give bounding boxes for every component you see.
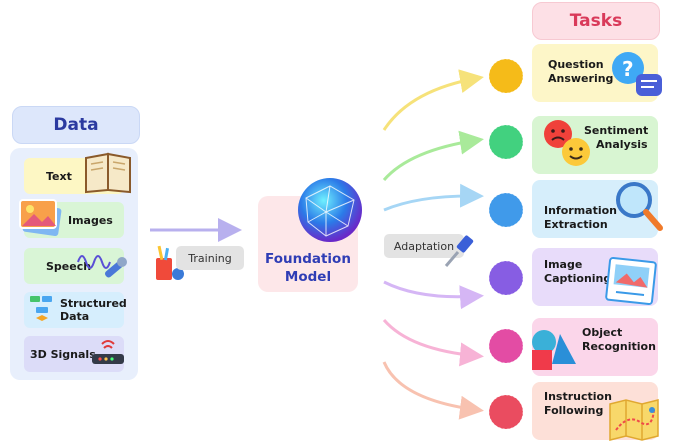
data-item-label: Images	[68, 213, 113, 227]
task-label: Image Captioning	[544, 258, 611, 286]
router-icon	[92, 340, 124, 364]
shapes-icon	[532, 330, 576, 370]
flowchart-icon	[30, 296, 52, 321]
task-label-line: Recognition	[582, 340, 656, 353]
task-label: Instruction Following	[544, 390, 612, 418]
task-label-line: Analysis	[596, 138, 648, 151]
arrow-to-task-5	[382, 319, 484, 367]
data-item-label: 3D Signals	[30, 347, 96, 361]
task-label-line: Following	[544, 404, 604, 417]
map-icon	[609, 399, 659, 441]
data-item-label: Text	[46, 169, 72, 183]
data-item-label: Structured	[60, 297, 127, 310]
emoji-faces-icon	[544, 120, 590, 166]
task-label-line: Image	[544, 258, 583, 271]
task-label-line: Sentiment	[584, 124, 649, 137]
arrow-to-task-1	[382, 69, 484, 131]
task-label: Information Extraction	[544, 204, 617, 232]
task-sphere-6	[488, 394, 524, 430]
book-icon	[85, 152, 131, 194]
foundation-model-label: Foundation Model	[258, 250, 358, 286]
task-label: Sentiment Analysis	[584, 124, 648, 152]
task-label-line: Answering	[548, 72, 614, 85]
network-sphere-icon	[298, 178, 362, 242]
arrow-to-task-6	[382, 361, 484, 420]
data-item-structured-data: Structured Data	[24, 292, 127, 328]
task-sphere-3	[488, 192, 524, 228]
microphone-icon	[77, 255, 127, 278]
magnifier-icon	[616, 182, 663, 231]
task-sphere-4	[488, 260, 524, 296]
photo-icon	[19, 199, 62, 236]
task-label-line: Extraction	[544, 218, 608, 231]
arrow-to-task-2	[382, 130, 484, 181]
tasks-title: Tasks	[532, 2, 660, 40]
screwdriver-icon	[444, 235, 474, 267]
task-label-line: Captioning	[544, 272, 612, 285]
task-sphere-1	[488, 58, 524, 94]
adaptation-label: Adaptation	[384, 234, 464, 258]
data-item-label: Speech	[46, 259, 92, 273]
task-label-line: Object	[582, 326, 623, 339]
task-label: Object Recognition	[582, 326, 656, 354]
paint-cup-icon	[156, 245, 184, 280]
foundation-model-line: Foundation	[265, 251, 351, 267]
svg-text:?: ?	[622, 57, 634, 81]
task-label-line: Question	[548, 58, 604, 71]
data-item-label: Data	[60, 310, 90, 323]
task-label: Question Answering	[548, 58, 613, 86]
task-label-line: Instruction	[544, 390, 612, 403]
arrow-to-task-4	[383, 280, 484, 310]
data-title: Data	[12, 106, 140, 144]
task-label-line: Information	[544, 204, 617, 217]
task-sphere-5	[488, 328, 524, 364]
foundation-model-line: Model	[284, 269, 332, 285]
question-bubble-icon: ?	[612, 52, 662, 96]
picture-card-icon	[605, 257, 657, 305]
arrow-to-task-3	[383, 183, 484, 212]
training-label: Training	[176, 246, 244, 270]
task-sphere-2	[488, 124, 524, 160]
